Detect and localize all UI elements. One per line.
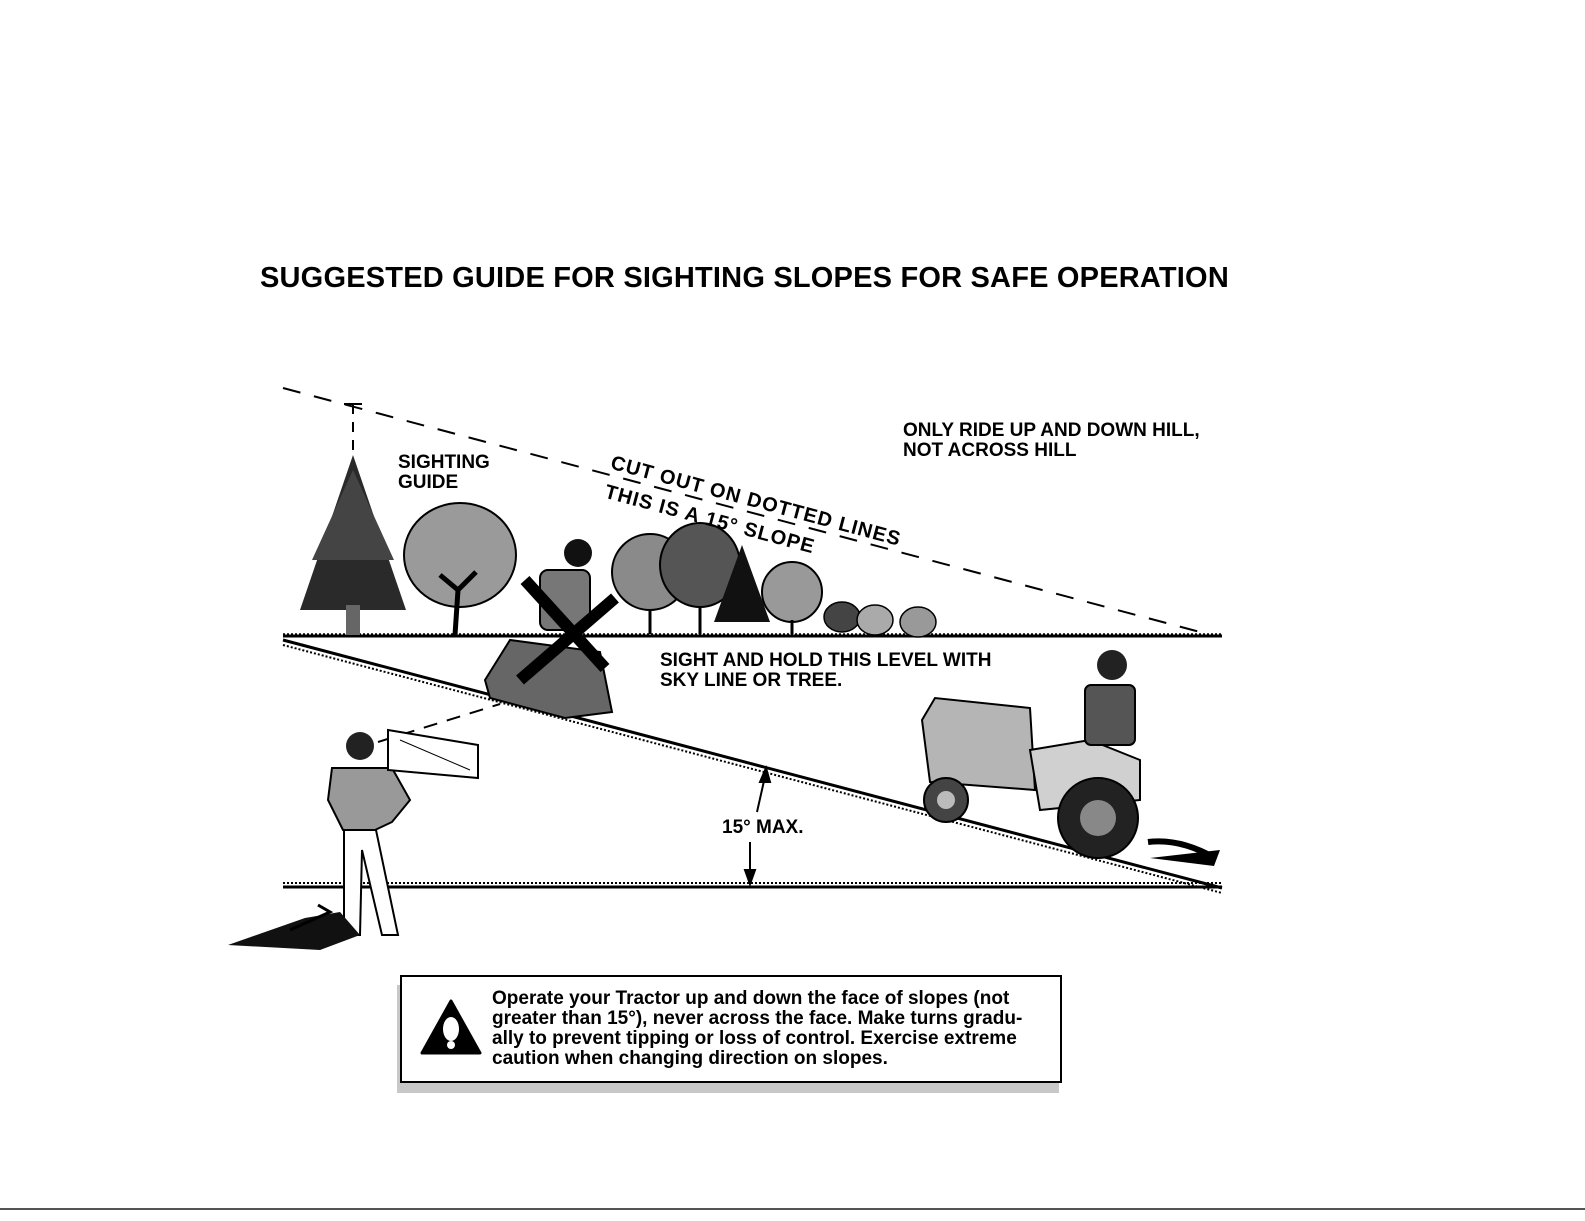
hold-level-label: SIGHT AND HOLD THIS LEVEL WITH SKY LINE … (660, 650, 992, 691)
conifer-tree-icon (300, 455, 406, 635)
angle-arrows (743, 765, 772, 887)
max-angle-label: 15° MAX. (722, 817, 804, 838)
crossed-out-tractor-icon (483, 539, 619, 720)
ride-direction-label: ONLY RIDE UP AND DOWN HILL, NOT ACROSS H… (903, 420, 1200, 461)
warning-text: Operate your Tractor up and down the fac… (492, 988, 1023, 1069)
tree-cluster-icon (611, 522, 937, 638)
page-title: SUGGESTED GUIDE FOR SIGHTING SLOPES FOR … (260, 262, 1229, 294)
ground-line (283, 882, 1222, 889)
sighting-guide-label: SIGHTING GUIDE (398, 452, 490, 493)
bottom-rule (0, 1208, 1585, 1210)
warning-triangle-icon (420, 999, 482, 1055)
deciduous-tree-icon (403, 502, 517, 636)
riding-tractor-icon (920, 650, 1220, 866)
warning-box: Operate your Tractor up and down the fac… (400, 975, 1062, 1083)
horizon-line (283, 633, 1222, 638)
slope-line (282, 638, 1223, 894)
person-with-guide-icon (228, 728, 479, 950)
